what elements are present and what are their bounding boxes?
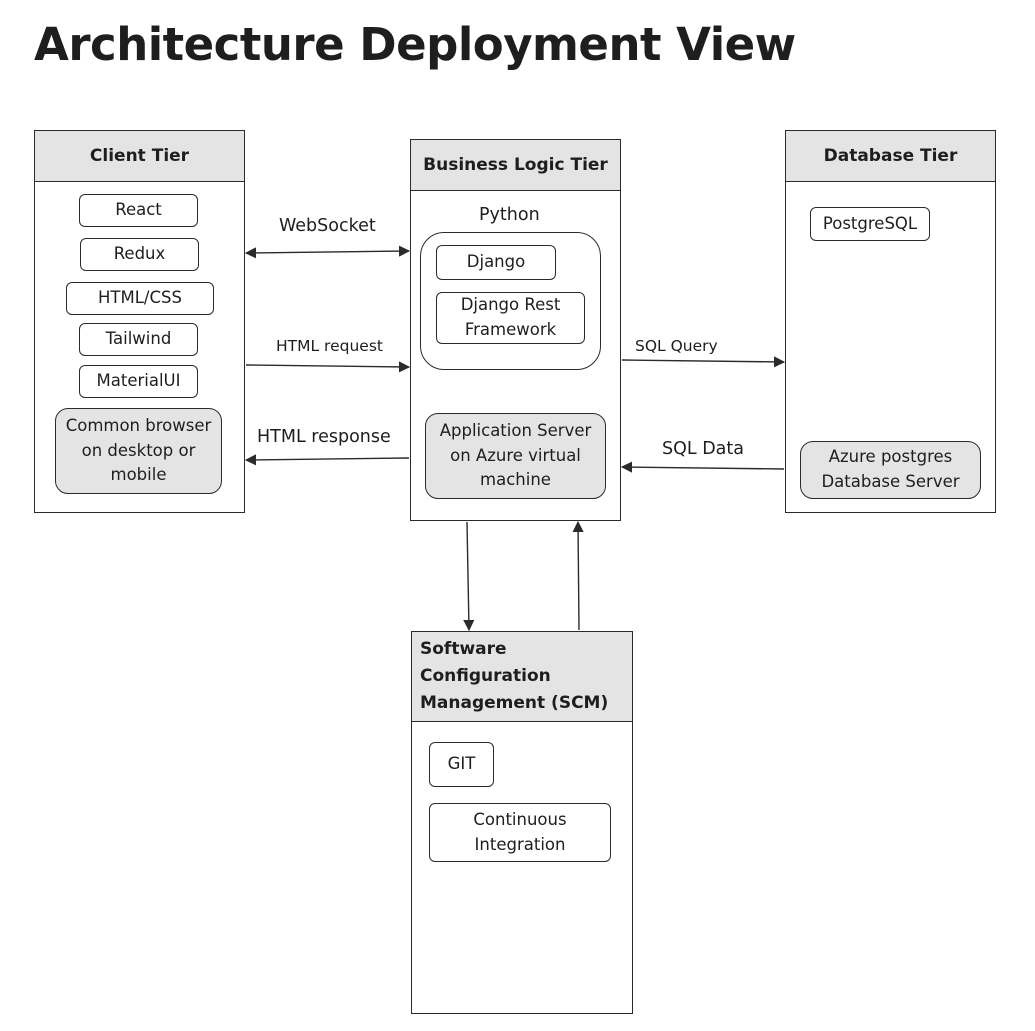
html-request-label: HTML request (276, 337, 383, 355)
azure-db-server-node: Azure postgres Database Server (800, 441, 981, 499)
django-node: Django (436, 245, 556, 280)
html-request-arrow (245, 361, 411, 373)
database-tier-header: Database Tier (786, 131, 995, 182)
html-css-node: HTML/CSS (66, 282, 214, 315)
react-node: React (79, 194, 198, 227)
scm-tier-header: Software Configuration Management (SCM) (412, 632, 632, 722)
tailwind-node: Tailwind (79, 323, 198, 356)
page-title: Architecture Deployment View (34, 18, 796, 71)
python-label: Python (479, 205, 540, 225)
client-tier-header: Client Tier (35, 131, 244, 182)
sql-query-label: SQL Query (635, 337, 718, 355)
postgresql-node: PostgreSQL (810, 207, 930, 241)
sql-query-arrow (621, 356, 786, 368)
sql-data-arrow (620, 461, 785, 473)
business-logic-tier-header: Business Logic Tier (411, 140, 620, 191)
browser-node: Common browser on desktop or mobile (55, 408, 222, 494)
html-response-label: HTML response (257, 427, 391, 447)
python-group (420, 232, 601, 370)
sql-data-label: SQL Data (662, 439, 744, 459)
html-response-arrow (244, 454, 410, 466)
app-server-node: Application Server on Azure virtual mach… (425, 413, 606, 499)
materialui-node: MaterialUI (79, 365, 198, 398)
continuous-integration-node: Continuous Integration (429, 803, 611, 862)
scm-down-arrow (463, 521, 475, 632)
django-rest-framework-node: Django Rest Framework (436, 292, 585, 344)
git-node: GIT (429, 742, 494, 787)
redux-node: Redux (80, 238, 199, 271)
websocket-arrow (244, 245, 411, 259)
scm-up-arrow (572, 520, 584, 631)
websocket-label: WebSocket (279, 216, 376, 236)
